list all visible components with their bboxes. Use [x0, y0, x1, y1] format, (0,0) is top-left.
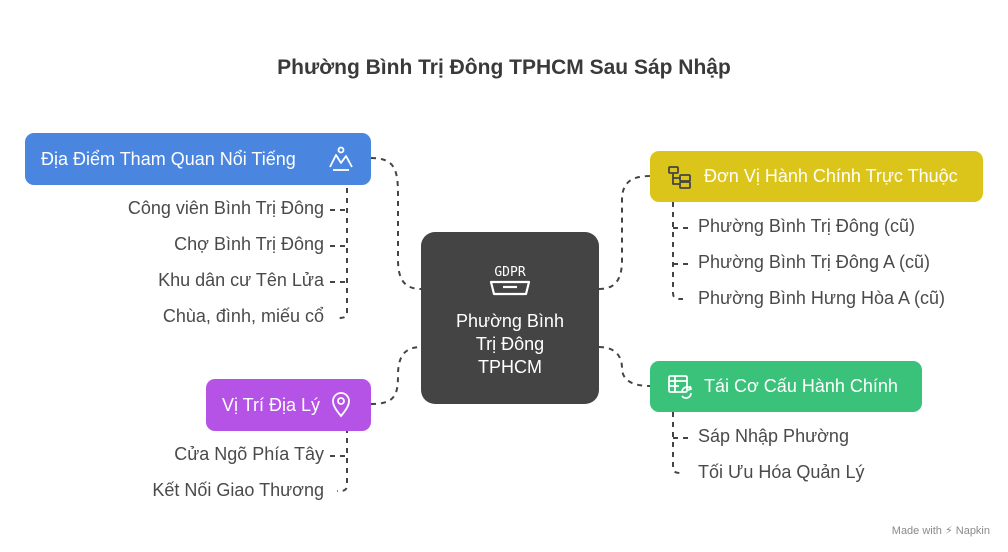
- restructure-item: Sáp Nhập Phường: [698, 426, 849, 446]
- hierarchy-icon: [668, 165, 691, 189]
- connector-location: [370, 346, 422, 405]
- branch-label: Tái Cơ Cấu Hành Chính: [704, 376, 898, 396]
- center-node[interactable]: GDPR Phường Bình Trị Đông TPHCM: [421, 232, 599, 404]
- table-refresh-icon: [668, 374, 692, 399]
- location-item: Cửa Ngõ Phía Tây: [174, 444, 324, 464]
- watermark-text: Made with ⚡ Napkin: [891, 525, 990, 537]
- center-label: Phường Bình Trị Đông TPHCM: [456, 311, 564, 377]
- diagram-title: Phường Bình Trị Đông TPHCM Sau Sáp Nhập: [277, 56, 731, 79]
- connector-landmarks-spine: [336, 158, 348, 319]
- svg-text:GDPR: GDPR: [494, 265, 525, 280]
- gdpr-icon: GDPR: [489, 265, 531, 296]
- branch-label: Đơn Vị Hành Chính Trực Thuộc: [704, 166, 958, 186]
- landmark-item: Khu dân cư Tên Lửa: [158, 270, 324, 290]
- hiking-map-icon: [329, 146, 353, 171]
- connector-landmarks: [370, 157, 422, 290]
- landmark-item: Công viên Bình Trị Đông: [127, 198, 324, 218]
- map-pin-icon: [332, 392, 350, 418]
- location-item: Kết Nối Giao Thương: [152, 480, 324, 500]
- connector-restructure: [598, 346, 651, 387]
- branch-restructure[interactable]: Tái Cơ Cấu Hành Chính: [650, 361, 922, 412]
- connector-location-spine: [336, 428, 348, 492]
- landmark-item: Chợ Bình Trị Đông: [174, 234, 324, 254]
- branch-landmarks[interactable]: Địa Điểm Tham Quan Nổi Tiếng: [25, 133, 371, 185]
- connector-admin: [598, 175, 651, 290]
- branch-label: Địa Điểm Tham Quan Nổi Tiếng: [41, 148, 296, 169]
- admin-unit-item: Phường Bình Trị Đông A (cũ): [698, 252, 930, 272]
- admin-unit-item: Phường Bình Trị Đông (cũ): [698, 216, 915, 236]
- restructure-item: Tối Ưu Hóa Quản Lý: [698, 462, 865, 482]
- connector-admin-spine: [672, 202, 684, 300]
- napkin-watermark: Made with ⚡ Napkin: [892, 524, 990, 537]
- branch-location[interactable]: Vị Trí Địa Lý: [206, 379, 371, 431]
- branch-admin-units[interactable]: Đơn Vị Hành Chính Trực Thuộc: [650, 151, 983, 202]
- landmark-item: Chùa, đình, miếu cổ: [162, 306, 324, 326]
- admin-unit-item: Phường Bình Hưng Hòa A (cũ): [698, 288, 946, 308]
- connector-restructure-spine: [672, 412, 684, 474]
- branch-label: Vị Trí Địa Lý: [222, 394, 321, 415]
